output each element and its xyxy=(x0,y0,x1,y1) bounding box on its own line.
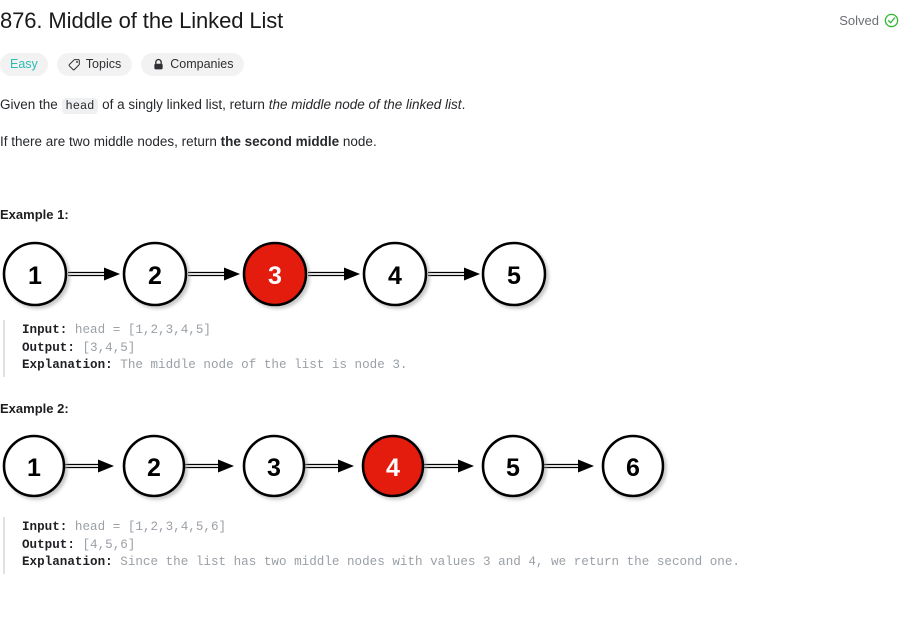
desc-bold-2: the second middle xyxy=(220,134,340,149)
description-paragraph-1: Given the head of a singly linked list, … xyxy=(0,95,465,116)
output-label: Output: xyxy=(22,537,75,552)
arrow-5 xyxy=(544,459,594,473)
example-2-heading: Example 2: xyxy=(0,401,69,416)
status-badge: Solved xyxy=(839,6,901,28)
node-label: 5 xyxy=(507,262,521,290)
companies-label: Companies xyxy=(170,57,234,71)
example-1-heading: Example 1: xyxy=(0,207,69,222)
arrow-3 xyxy=(308,267,360,281)
input-label: Input: xyxy=(22,520,68,534)
arrow-3 xyxy=(304,459,354,473)
node-label: 5 xyxy=(506,454,520,482)
node-3: 3 xyxy=(242,434,306,498)
status-label: Solved xyxy=(839,13,879,28)
input-value: head = [1,2,3,4,5,6] xyxy=(67,520,227,534)
difficulty-badge-easy[interactable]: Easy xyxy=(0,53,48,76)
input-value: head = [1,2,3,4,5] xyxy=(67,323,211,337)
arrow-2 xyxy=(188,267,240,281)
output-label: Output: xyxy=(22,340,75,355)
explanation-label: Explanation: xyxy=(22,555,113,569)
companies-button[interactable]: Companies xyxy=(141,53,245,76)
desc-text-1c: . xyxy=(461,97,466,112)
check-circle-icon xyxy=(884,13,899,28)
output-value: [4,5,6] xyxy=(74,537,136,552)
arrow-1 xyxy=(68,267,120,281)
explanation-value: Since the list has two middle nodes with… xyxy=(112,555,740,569)
node-label: 2 xyxy=(147,454,161,482)
example-1-diagram: 1 2 3 4 5 xyxy=(0,236,560,316)
node-label: 3 xyxy=(267,454,281,482)
desc-text-2a: If there are two middle nodes, return xyxy=(0,134,221,149)
node-label: 1 xyxy=(28,262,42,290)
desc-text-1b: of a singly linked list, return xyxy=(98,97,269,112)
lock-icon xyxy=(154,58,163,70)
node-6: 6 xyxy=(601,434,665,498)
node-4-highlighted: 4 xyxy=(361,434,425,498)
node-1: 1 xyxy=(2,241,68,307)
node-3-highlighted: 3 xyxy=(242,241,308,307)
node-5: 5 xyxy=(481,241,547,307)
title-row: 876. Middle of the Linked List Solved xyxy=(0,6,901,36)
tag-icon xyxy=(68,59,80,71)
arrows-group-1 xyxy=(68,267,480,281)
inline-code-head: head xyxy=(61,98,99,114)
arrow-4 xyxy=(428,267,480,281)
node-2: 2 xyxy=(122,434,186,498)
explanation-value: The middle node of the list is node 3. xyxy=(112,358,408,372)
output-value: [3,4,5] xyxy=(74,340,136,355)
explanation-label: Explanation: xyxy=(22,358,113,372)
desc-text-1a: Given the xyxy=(0,97,62,112)
example-1-code: Input: head = [1,2,3,4,5] Output: [3,4,5… xyxy=(3,320,407,377)
desc-text-2b: node. xyxy=(339,134,377,149)
node-1: 1 xyxy=(2,434,66,498)
arrows-group-2 xyxy=(64,459,594,473)
arrow-1 xyxy=(64,459,114,473)
page-title: 876. Middle of the Linked List xyxy=(0,8,284,33)
node-4: 4 xyxy=(362,241,428,307)
node-label: 4 xyxy=(386,454,400,482)
topics-label: Topics xyxy=(85,57,122,71)
topics-button[interactable]: Topics xyxy=(56,53,133,76)
badge-row: Easy Topics Companies xyxy=(0,53,245,76)
description-paragraph-2: If there are two middle nodes, return th… xyxy=(0,132,377,151)
desc-italic-1: the middle node of the linked list xyxy=(268,97,462,112)
node-label: 3 xyxy=(268,262,282,290)
difficulty-label: Easy xyxy=(10,57,38,71)
arrow-2 xyxy=(184,459,234,473)
arrow-4 xyxy=(424,459,474,473)
node-label: 1 xyxy=(27,454,41,482)
input-label: Input: xyxy=(22,323,68,337)
node-label: 6 xyxy=(626,454,640,482)
linked-list-svg-2: 1 2 3 4 5 6 xyxy=(2,434,665,498)
node-label: 2 xyxy=(148,262,162,290)
linked-list-svg-1: 1 2 3 4 5 xyxy=(2,241,547,307)
node-2: 2 xyxy=(122,241,188,307)
example-2-code: Input: head = [1,2,3,4,5,6] Output: [4,5… xyxy=(3,517,740,574)
example-2-diagram: 1 2 3 4 5 6 xyxy=(0,430,685,505)
node-5: 5 xyxy=(481,434,545,498)
node-label: 4 xyxy=(388,262,402,290)
